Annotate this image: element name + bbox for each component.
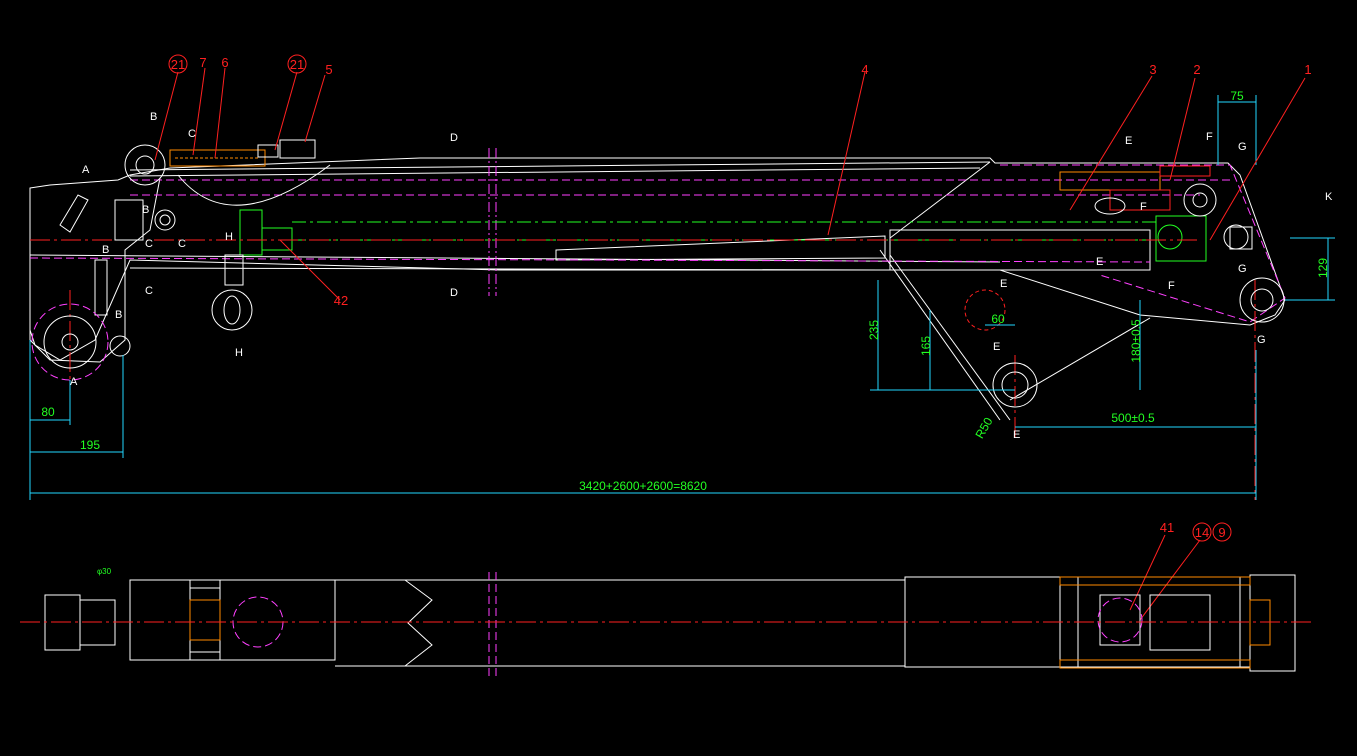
bottom-plate-2 [129, 267, 881, 271]
sec-c-3: C [145, 285, 153, 297]
sec-b-1: B [150, 111, 157, 123]
pins [43, 144, 1285, 408]
part-41: 41 [1160, 520, 1174, 535]
link-arm-a [889, 254, 1011, 421]
dim-r50: R50 [972, 415, 995, 441]
dim-75: 75 [1230, 89, 1244, 103]
sec-g-2: G [1238, 263, 1247, 275]
sec-e-4: E [993, 341, 1000, 353]
side-view [29, 148, 1286, 421]
part-21b: 21 [290, 57, 304, 72]
sec-f-1: F [1206, 131, 1213, 143]
part-2: 2 [1193, 62, 1200, 77]
dimension-lines [29, 95, 1335, 500]
part-1: 1 [1304, 62, 1311, 77]
dim-80: 80 [41, 405, 55, 419]
dim-235: 235 [867, 320, 881, 340]
part-9: 9 [1218, 525, 1225, 540]
hatched-parts [169, 149, 1211, 211]
part-42: 42 [334, 293, 348, 308]
top-view [44, 574, 1296, 672]
head-diagonal [889, 161, 991, 239]
dim-129: 129 [1316, 258, 1330, 278]
sec-c-2: C [145, 238, 153, 250]
top-mechanism [114, 139, 331, 286]
sec-b-3: B [102, 244, 109, 256]
sec-c-1: C [188, 128, 196, 140]
sec-e-5: E [1013, 429, 1020, 441]
dimension-texts: 75 129 235 165 60 180±0.5 R50 500±0.5 80… [41, 89, 1330, 576]
link-arm-b [879, 249, 1001, 421]
sec-d-bottom: D [450, 287, 458, 299]
sec-d-top: D [450, 132, 458, 144]
top-plate [129, 161, 991, 171]
sec-h-1: H [225, 231, 233, 243]
sec-f-3: F [1168, 280, 1175, 292]
dim-total: 3420+2600+2600=8620 [579, 479, 707, 493]
dim-500: 500±0.5 [1111, 411, 1155, 425]
hydraulic-cylinder [239, 209, 1207, 262]
part-14: 14 [1195, 525, 1209, 540]
top-view-parts [189, 576, 1271, 669]
centerlines [30, 239, 1256, 500]
part-4: 4 [861, 62, 868, 77]
dim-195: 195 [80, 438, 100, 452]
hidden-lines [29, 164, 1286, 381]
part-5: 5 [325, 62, 332, 77]
sec-b-2: B [142, 204, 149, 216]
sec-a-bottom: A [70, 376, 78, 388]
sec-g-3: G [1257, 334, 1266, 346]
top-view-outline [129, 579, 336, 661]
dim-pin: φ30 [97, 567, 112, 576]
slot-plate [94, 259, 108, 316]
slot-hole [59, 194, 89, 233]
section-markers: A A B B B B C C C C D D E E E E E F F F … [70, 111, 1333, 441]
dim-60: 60 [991, 312, 1005, 326]
top-view-hidden [232, 572, 1143, 676]
part-3: 3 [1149, 62, 1156, 77]
link-arm-c [1009, 317, 1151, 401]
sec-g-1: G [1238, 141, 1247, 153]
section-box-right [889, 229, 1151, 271]
sec-e-3: E [1000, 278, 1007, 290]
part-7: 7 [199, 55, 206, 70]
dim-165: 165 [919, 336, 933, 356]
sec-e-1: E [1125, 135, 1132, 147]
sec-b-4: B [115, 309, 122, 321]
sec-a-top: A [82, 164, 90, 176]
leader-lines [154, 67, 1306, 621]
sec-e-2: E [1096, 256, 1103, 268]
sec-c-4: C [178, 238, 186, 250]
sec-h-2: H [235, 347, 243, 359]
part-21a: 21 [171, 57, 185, 72]
boom-outline [29, 157, 1286, 361]
top-plate-2 [129, 167, 981, 177]
sec-k: K [1325, 191, 1333, 203]
part-6: 6 [221, 55, 228, 70]
dim-180: 180±0.5 [1129, 319, 1143, 363]
sec-f-2: F [1140, 201, 1147, 213]
inner-section [555, 235, 886, 261]
left-head-plate [29, 177, 161, 363]
part-numbers: 21 7 6 21 5 4 3 2 1 42 41 14 9 [168, 54, 1312, 542]
